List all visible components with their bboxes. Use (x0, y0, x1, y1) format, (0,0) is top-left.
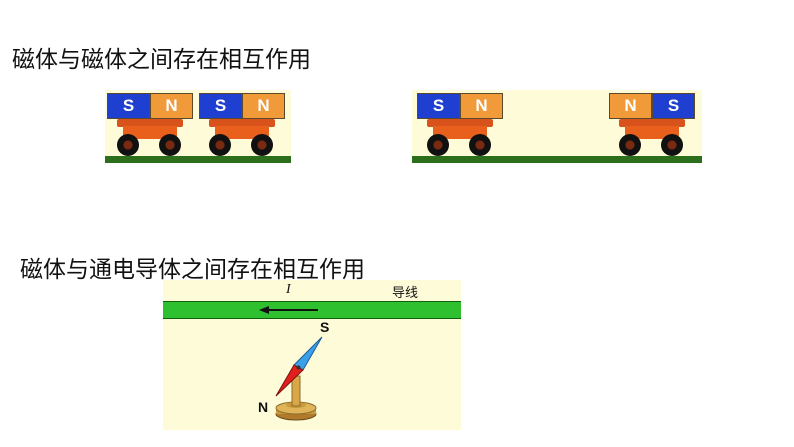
cart-body (619, 119, 685, 127)
magnet-cart: N S (607, 93, 697, 159)
wheel-icon (251, 134, 273, 156)
bar-magnet: S N (199, 93, 285, 119)
wire-label: 导线 (392, 286, 419, 301)
pole-label: S (652, 93, 695, 119)
current-arrow-icon (259, 306, 318, 314)
wheel-icon (469, 134, 491, 156)
track (105, 156, 291, 163)
scene-magnets-repel: S N N S (412, 90, 702, 163)
magnet-cart: S N (197, 93, 287, 159)
bar-magnet: N S (609, 93, 695, 119)
wheel-icon (661, 134, 683, 156)
scene-magnets-attract: S N S N (105, 90, 291, 163)
cart-body (209, 119, 275, 127)
compass-n-label: N (258, 399, 269, 415)
bar-magnet: S N (417, 93, 503, 119)
bar-magnet: S N (107, 93, 193, 119)
magnet-cart: S N (415, 93, 505, 159)
wheel-icon (159, 134, 181, 156)
heading-magnet-current: 磁体与通电导体之间存在相互作用 (20, 257, 365, 283)
scene-wire-compass: I 导线 S N (163, 280, 461, 430)
wheel-icon (117, 134, 139, 156)
pole-label: S (199, 93, 242, 119)
pole-label: S (417, 93, 460, 119)
current-symbol: I (286, 282, 291, 297)
wheel-icon (427, 134, 449, 156)
pole-label: N (460, 93, 503, 119)
wire-compass-drawing (259, 306, 323, 421)
track (412, 156, 702, 163)
compass-s-label: S (320, 319, 330, 335)
heading-magnet-magnet: 磁体与磁体之间存在相互作用 (12, 47, 311, 73)
cart-body (427, 119, 493, 127)
compass-icon (275, 336, 323, 421)
pole-label: N (242, 93, 285, 119)
magnet-cart: S N (105, 93, 195, 159)
pole-label: S (107, 93, 150, 119)
wheel-icon (619, 134, 641, 156)
pole-label: N (609, 93, 652, 119)
cart-body (117, 119, 183, 127)
wheel-icon (209, 134, 231, 156)
pole-label: N (150, 93, 193, 119)
